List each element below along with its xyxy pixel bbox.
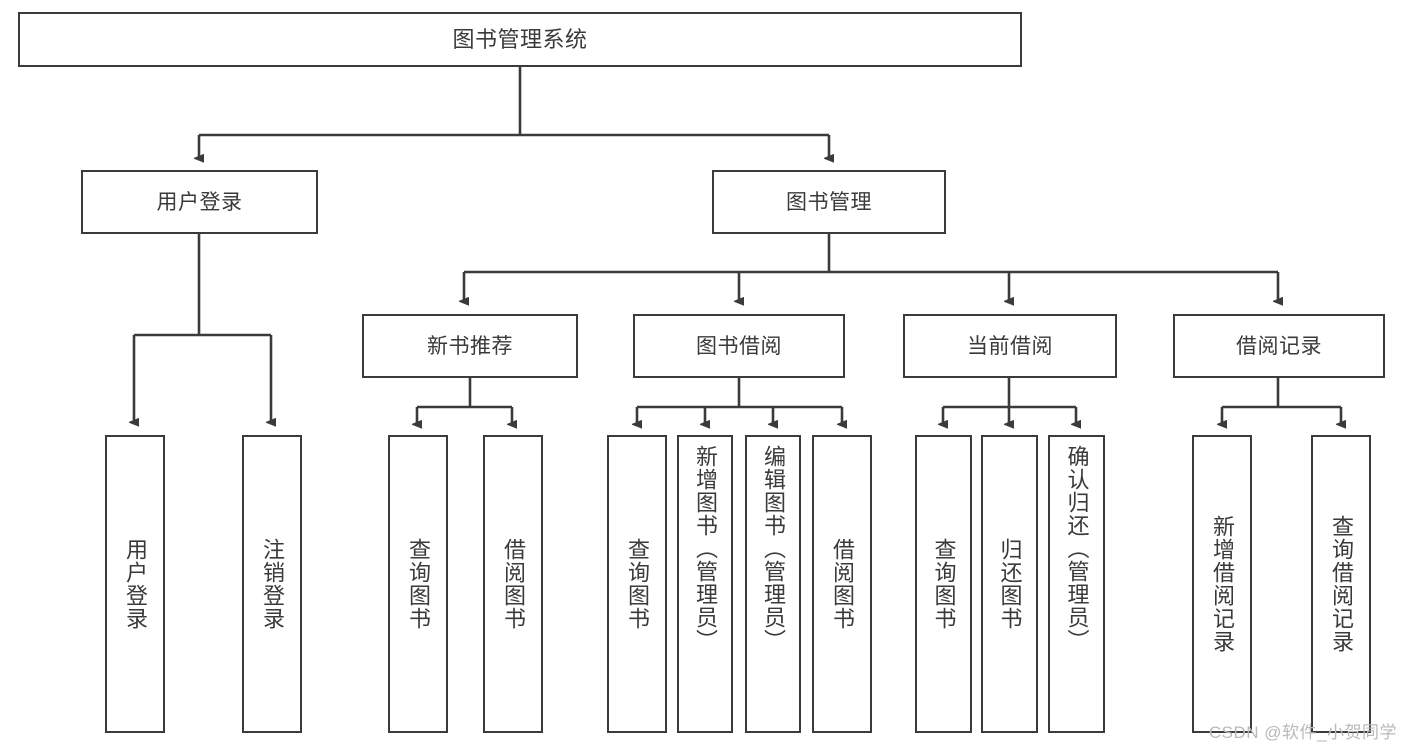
node-label: 查询图书 <box>931 538 957 630</box>
node-label: 借阅图书 <box>829 538 855 630</box>
node-label: 借阅记录 <box>1236 334 1322 358</box>
node-label: 新增图书（管理员） <box>692 445 718 652</box>
leaf-borrow-record-add-record[interactable]: 新增借阅记录 <box>1192 435 1252 733</box>
node-book-borrow[interactable]: 图书借阅 <box>633 314 845 378</box>
node-label: 图书管理系统 <box>452 26 588 52</box>
node-label: 查询图书 <box>624 538 650 630</box>
node-user-login[interactable]: 用户登录 <box>81 170 318 234</box>
node-current-borrow[interactable]: 当前借阅 <box>903 314 1117 378</box>
node-label: 当前借阅 <box>967 334 1053 358</box>
node-label: 图书借阅 <box>696 334 782 358</box>
leaf-new-book-borrow-book[interactable]: 借阅图书 <box>483 435 543 733</box>
node-new-book-recommend[interactable]: 新书推荐 <box>362 314 578 378</box>
leaf-user-login-login[interactable]: 用户登录 <box>105 435 165 733</box>
leaf-borrow-record-query-record[interactable]: 查询借阅记录 <box>1311 435 1371 733</box>
leaf-current-borrow-confirm-return-admin[interactable]: 确认归还（管理员） <box>1048 435 1105 733</box>
node-label: 查询借阅记录 <box>1328 515 1354 653</box>
node-label: 查询图书 <box>405 538 431 630</box>
leaf-book-borrow-add-book-admin[interactable]: 新增图书（管理员） <box>677 435 733 733</box>
node-label: 用户登录 <box>156 190 243 214</box>
node-borrow-record[interactable]: 借阅记录 <box>1173 314 1385 378</box>
node-label: 注销登录 <box>259 538 285 630</box>
node-label: 确认归还（管理员） <box>1064 445 1090 652</box>
leaf-book-borrow-borrow-book[interactable]: 借阅图书 <box>812 435 872 733</box>
node-label: 归还图书 <box>997 538 1023 630</box>
node-root-book-management-system[interactable]: 图书管理系统 <box>18 12 1022 67</box>
leaf-current-borrow-return-book[interactable]: 归还图书 <box>981 435 1038 733</box>
leaf-book-borrow-edit-book-admin[interactable]: 编辑图书（管理员） <box>745 435 801 733</box>
leaf-new-book-query-book[interactable]: 查询图书 <box>388 435 448 733</box>
leaf-book-borrow-query-book[interactable]: 查询图书 <box>607 435 667 733</box>
node-book-management[interactable]: 图书管理 <box>712 170 946 234</box>
node-label: 新书推荐 <box>427 334 513 358</box>
node-label: 编辑图书（管理员） <box>760 445 786 652</box>
node-label: 借阅图书 <box>500 538 526 630</box>
node-label: 用户登录 <box>122 538 148 630</box>
node-label: 图书管理 <box>786 190 872 214</box>
csdn-watermark: CSDN @软件_小贺同学 <box>1208 723 1397 742</box>
leaf-user-login-logout[interactable]: 注销登录 <box>242 435 302 733</box>
node-label: 新增借阅记录 <box>1209 515 1235 653</box>
leaf-current-borrow-query-book[interactable]: 查询图书 <box>915 435 972 733</box>
